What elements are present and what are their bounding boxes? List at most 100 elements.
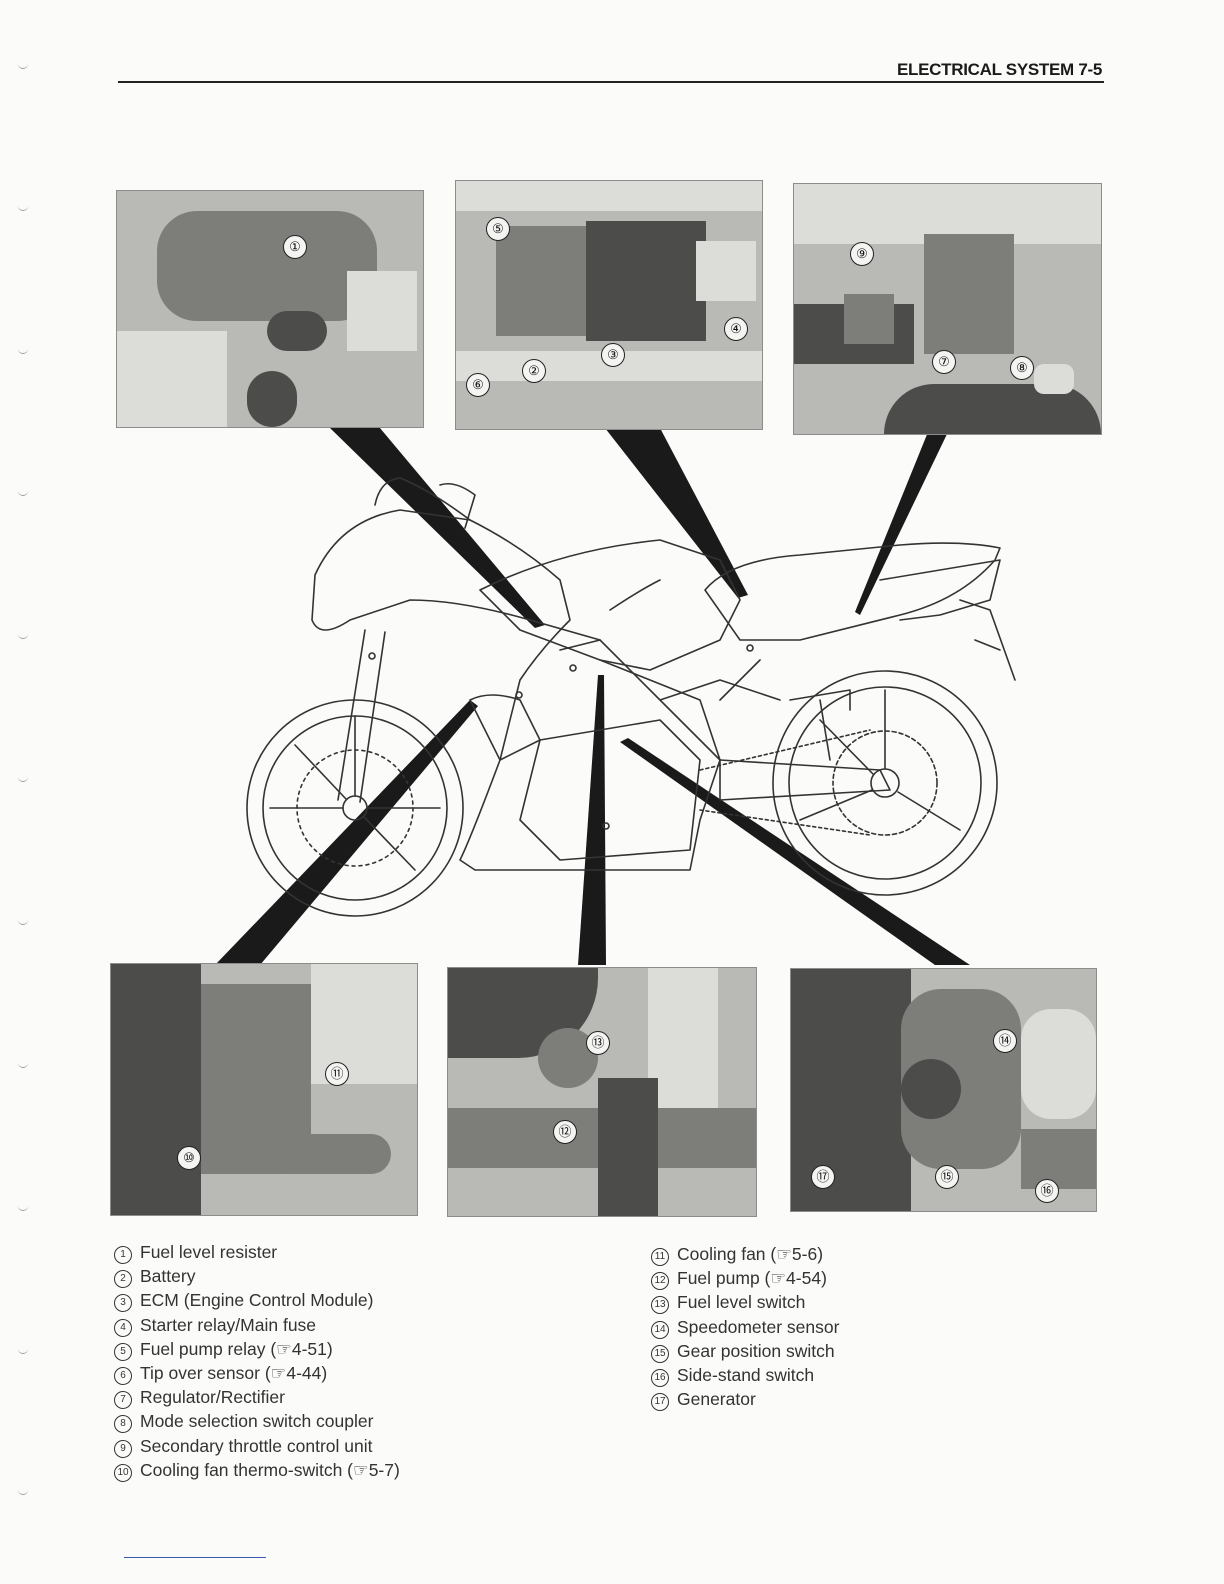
legend-number: 13 — [651, 1296, 669, 1315]
legend-number: 4 — [114, 1318, 132, 1337]
legend-number: 1 — [114, 1246, 132, 1264]
callout-label: ③ — [601, 343, 625, 367]
legend-number: 12 — [651, 1272, 669, 1291]
legend-text: Side-stand switch — [677, 1365, 815, 1386]
legend-number: 15 — [651, 1344, 669, 1363]
fuel-tank — [479, 539, 741, 671]
callout-label: ⑬ — [586, 1031, 610, 1055]
legend-number: 14 — [651, 1320, 669, 1339]
margin-mark — [18, 349, 28, 354]
callout-label: ⑤ — [486, 217, 510, 241]
windscreen — [374, 477, 476, 529]
pointer-wedge-3 — [855, 432, 948, 615]
legend-item: 4 Starter relay/Main fuse — [114, 1313, 400, 1337]
legend-item: 16 Side-stand switch — [651, 1363, 839, 1388]
legend-item: 15 Gear position switch — [651, 1339, 839, 1363]
margin-mark — [18, 777, 28, 782]
front-brake-disc — [296, 749, 414, 867]
callout-label: ⑰ — [811, 1165, 835, 1189]
callout-label: ⑯ — [1035, 1179, 1059, 1203]
legend-item: 9 Secondary throttle control unit — [114, 1434, 400, 1458]
callout-label: ⑪ — [325, 1062, 349, 1086]
front-wheel-tire — [246, 699, 464, 917]
legend-text: Fuel level switch — [677, 1292, 806, 1313]
margin-mark — [18, 1349, 28, 1354]
chain — [699, 729, 871, 836]
legend-item: 3 ECM (Engine Control Module) — [114, 1288, 400, 1313]
legend-text: Fuel pump (☞4-54) — [677, 1268, 827, 1289]
photo-battery-ecm-area: ⑤ ② ③ ④ ⑥ — [455, 180, 763, 430]
swingarm — [719, 759, 891, 801]
legend-number: 9 — [114, 1439, 132, 1458]
legend-item: 10 Cooling fan thermo-switch (☞5-7) — [114, 1458, 400, 1482]
photo-fuel-pump-area: ⑬ ⑫ — [447, 967, 757, 1217]
callout-label: ⑭ — [993, 1029, 1017, 1053]
legend-item: 14 Speedometer sensor — [651, 1315, 839, 1339]
legend-item: 2 Battery — [114, 1264, 400, 1289]
legend-number: 8 — [114, 1415, 132, 1434]
legend-text: Battery — [140, 1266, 196, 1287]
legend-number: 10 — [114, 1463, 132, 1482]
header-rule — [118, 81, 1104, 83]
legend-text: Starter relay/Main fuse — [140, 1314, 317, 1335]
lower-cowl — [469, 694, 541, 761]
callout-label: ⑨ — [850, 242, 874, 266]
legend-text: Cooling fan thermo-switch (☞5-7) — [140, 1459, 400, 1480]
pointer-wedge-2 — [605, 428, 748, 598]
callout-label: ② — [522, 359, 546, 383]
legend-text: Cooling fan (☞5-6) — [677, 1244, 824, 1264]
legend-item: 11 Cooling fan (☞5-6) — [651, 1242, 839, 1266]
callout-label: ④ — [724, 317, 748, 341]
margin-mark — [18, 920, 28, 925]
photo-generator-area: ⑭ ⑰ ⑮ ⑯ — [790, 968, 1097, 1212]
footer-rule — [124, 1557, 266, 1558]
margin-mark — [18, 1490, 28, 1495]
legend-item: 13 Fuel level switch — [651, 1290, 839, 1315]
front-fairing — [311, 509, 721, 871]
callout-label: ⑩ — [177, 1146, 201, 1170]
legend-number: 7 — [114, 1391, 132, 1410]
legend-text: Generator — [677, 1389, 756, 1410]
callout-label: ⑫ — [553, 1120, 577, 1144]
legend-number: 6 — [114, 1367, 132, 1386]
legend-item: 6 Tip over sensor (☞4-44) — [114, 1361, 400, 1386]
margin-mark — [18, 64, 28, 69]
legend-item: 5 Fuel pump relay (☞4-51) — [114, 1337, 400, 1361]
callout-label: ① — [283, 235, 307, 259]
photo-regulator-area: ⑨ ⑦ ⑧ — [793, 183, 1102, 435]
legend-text: ECM (Engine Control Module) — [140, 1290, 374, 1311]
legend-number: 2 — [114, 1270, 132, 1289]
legend-text: Secondary throttle control unit — [140, 1435, 373, 1456]
legend-text: Regulator/Rectifier — [140, 1387, 285, 1408]
callout-label: ⑥ — [466, 373, 490, 397]
pointer-wedge-5 — [578, 675, 606, 965]
margin-mark — [18, 634, 28, 639]
legend-number: 3 — [114, 1294, 132, 1313]
rear-wheel-tire — [772, 670, 998, 896]
legend-text: Speedometer sensor — [677, 1316, 840, 1337]
legend-item: 12 Fuel pump (☞4-54) — [651, 1266, 839, 1291]
photo-fuel-level-resister-area: ① — [116, 190, 424, 428]
seat — [704, 542, 1001, 641]
margin-mark — [18, 491, 28, 496]
legend-text: Fuel pump relay (☞4-51) — [140, 1338, 333, 1359]
margin-mark — [18, 1063, 28, 1068]
legend-number: 11 — [651, 1248, 669, 1266]
legend-right: 11 Cooling fan (☞5-6) 12 Fuel pump (☞4-54)… — [651, 1242, 839, 1412]
legend-text: Tip over sensor (☞4-44) — [140, 1363, 328, 1384]
margin-mark — [18, 206, 28, 211]
pointer-wedge-6 — [620, 738, 970, 965]
legend-text: Gear position switch — [677, 1340, 835, 1361]
frame — [599, 659, 781, 761]
legend-number: 16 — [651, 1369, 669, 1388]
engine — [519, 719, 701, 861]
legend-item: 7 Regulator/Rectifier — [114, 1385, 400, 1410]
tail-cowl — [879, 559, 1001, 621]
margin-mark — [18, 1206, 28, 1211]
page-header-title: ELECTRICAL SYSTEM 7-5 — [897, 60, 1102, 79]
legend-number: 5 — [114, 1342, 132, 1361]
legend-text: Mode selection switch coupler — [140, 1411, 374, 1432]
callout-label: ⑮ — [935, 1165, 959, 1189]
